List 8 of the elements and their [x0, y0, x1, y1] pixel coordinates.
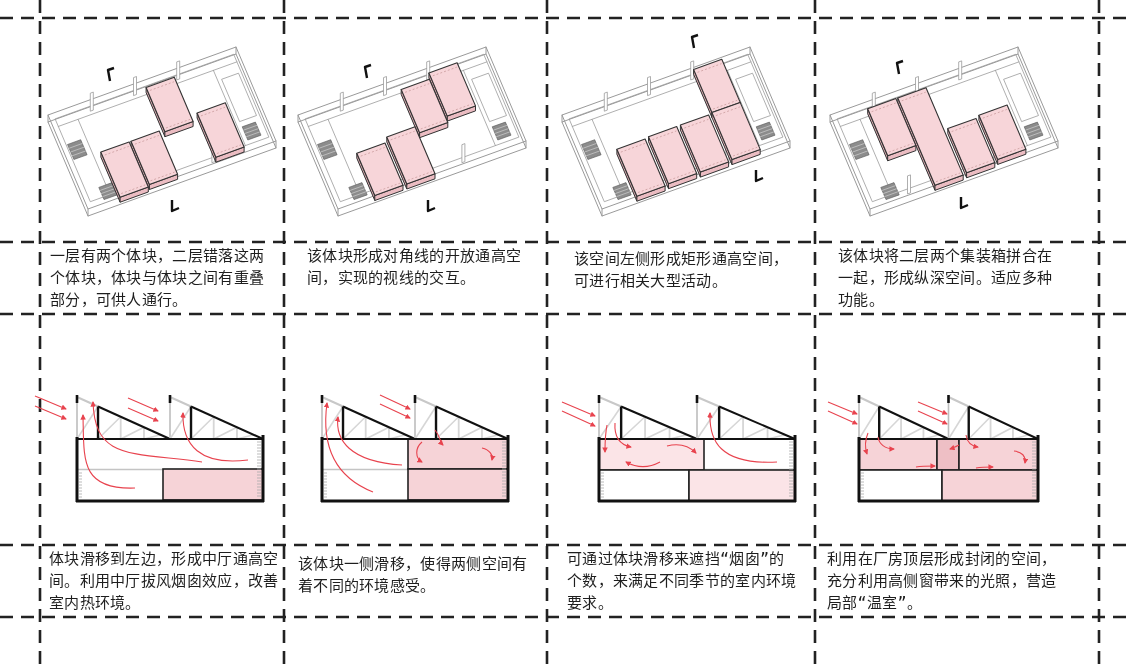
description-text: 利用在厂房顶层形成封闭的空间，充分利用高侧窗带来的光照，营造局部“温室”。 — [827, 549, 1058, 614]
description-text: 该空间左侧形成矩形通高空间，可进行相关大型活动。 — [574, 249, 790, 292]
description-text: 该体块一侧滑移，使得两侧空间有着不同的环境感受。 — [298, 554, 529, 597]
description-text: 该体块形成对角线的开放通高空间，实现的视线的交互。 — [307, 246, 523, 289]
description-text: 该体块将二层两个集装箱拼合在一起，形成纵深空间。适应多种功能。 — [838, 246, 1054, 311]
description-text: 一层有两个体块，二层错落这两个体块，体块与体块之间有重叠部分，可供人通行。 — [50, 246, 266, 311]
description-text: 体块滑移到左边，形成中厅通高空间。利用中厅拔风烟囱效应，改善室内热环境。 — [49, 549, 280, 614]
description-text: 可通过体块滑移来遮挡“烟囱”的个数，来满足不同季节的室内环境要求。 — [567, 549, 798, 614]
